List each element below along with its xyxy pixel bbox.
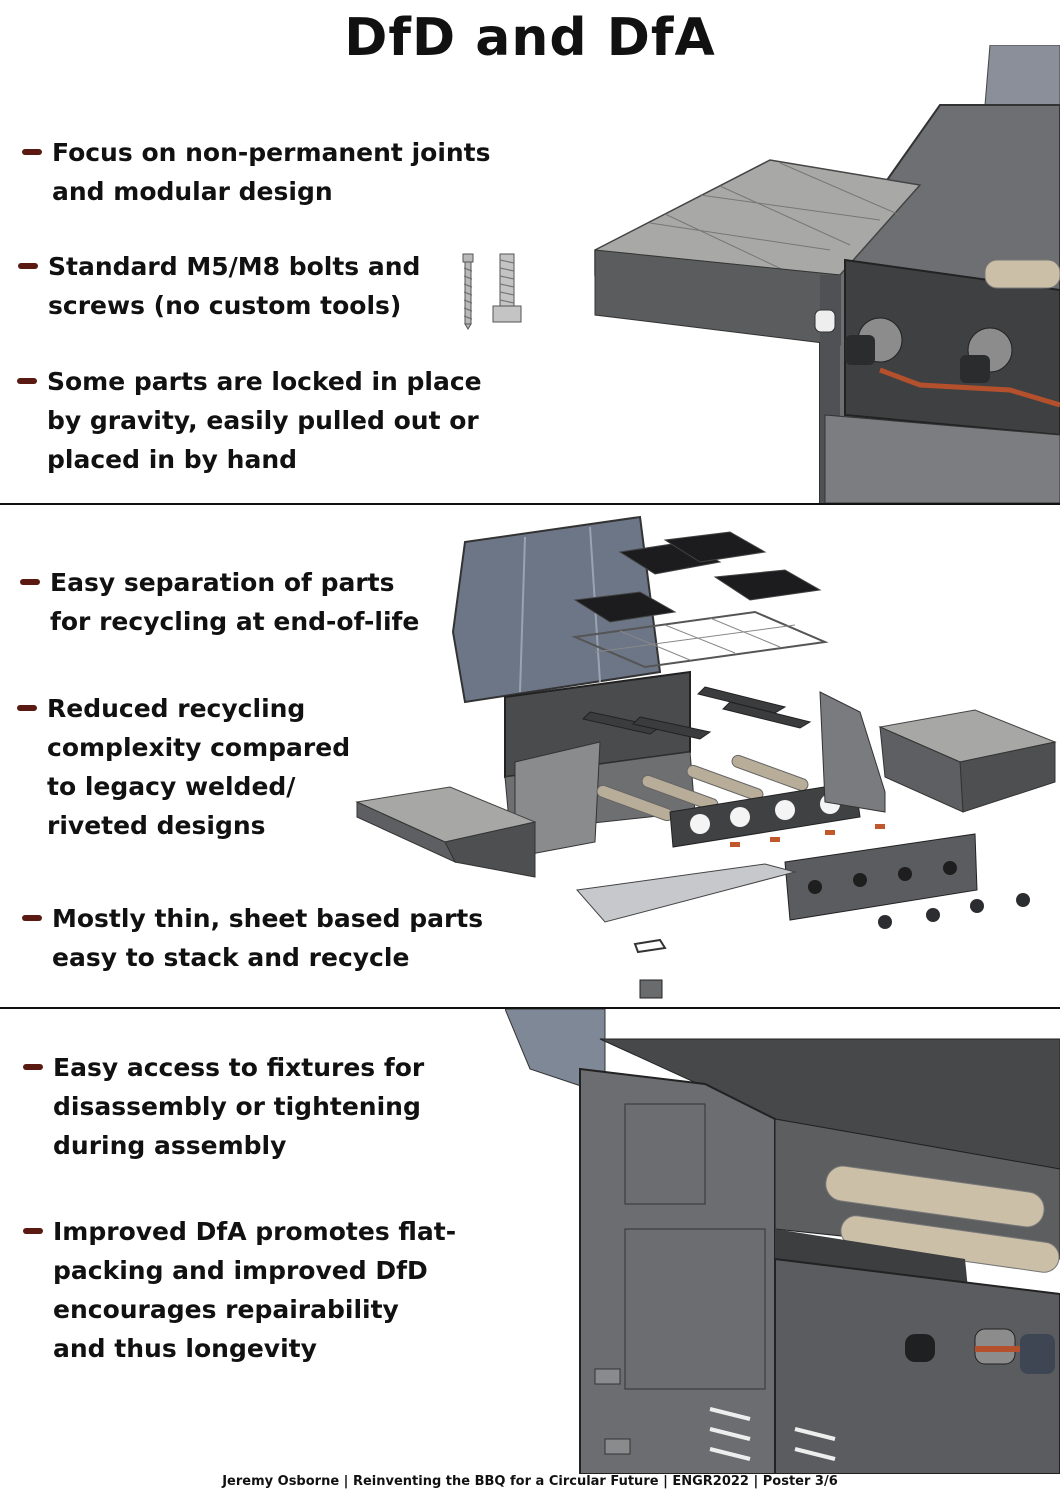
bullet-dash-icon: [18, 263, 38, 269]
bullet-gravity: Some parts are locked in place by gravit…: [17, 362, 482, 479]
bullet-dash-icon: [23, 1064, 43, 1070]
bullet-dash-icon: [22, 149, 42, 155]
bullet-access: Easy access to fixtures for disassembly …: [23, 1048, 424, 1165]
bullet-complexity: Reduced recycling complexity compared to…: [17, 689, 350, 845]
bullet-dash-icon: [17, 705, 37, 711]
bolt-screw-icon: [462, 253, 522, 330]
bullet-bolts: Standard M5/M8 bolts and screws (no cust…: [18, 247, 420, 325]
section-divider: [0, 503, 1060, 505]
exploded-view-image: [355, 515, 1057, 999]
bbq-render-bottom-image: [505, 1009, 1060, 1474]
bullet-dash-icon: [22, 915, 42, 921]
footer-credit: Jeremy Osborne | Reinventing the BBQ for…: [222, 1474, 838, 1489]
page-title: DfD and DfA: [344, 8, 716, 68]
bullet-dash-icon: [17, 378, 37, 384]
bullet-flat-packing: Improved DfA promotes flat- packing and …: [23, 1212, 456, 1368]
bullet-sheet-parts: Mostly thin, sheet based parts easy to s…: [22, 899, 483, 977]
bbq-render-top-image: [594, 45, 1060, 503]
bullet-joints: Focus on non-permanent joints and modula…: [22, 133, 491, 211]
bullet-dash-icon: [23, 1228, 43, 1234]
bullet-separation: Easy separation of parts for recycling a…: [20, 563, 419, 641]
bullet-dash-icon: [20, 579, 40, 585]
section-divider: [0, 1007, 1060, 1009]
